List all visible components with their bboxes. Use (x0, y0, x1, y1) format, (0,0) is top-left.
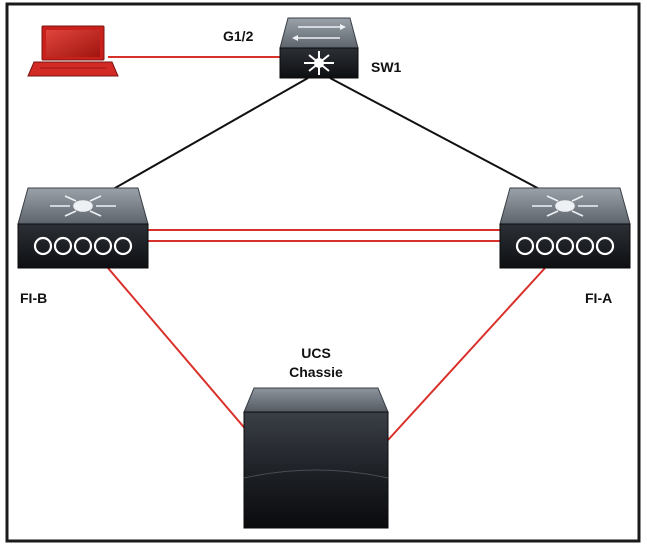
link-fi-b-chassis (107, 267, 249, 433)
link-sw1-fi-a (329, 77, 546, 193)
multilayer-switch-icon (279, 17, 359, 79)
switch-label-sw1: SW1 (371, 59, 402, 75)
fabric-interconnect-b-icon (17, 187, 149, 269)
fi-a-label: FI-A (585, 290, 612, 306)
laptop-icon (27, 25, 119, 77)
chassis-label-line1: UCS (301, 345, 331, 361)
chassis-label-line2: Chassie (289, 364, 343, 380)
diagram-frame (5, 2, 641, 543)
link-sw1-fi-b (107, 77, 309, 193)
ucs-chassis-icon (243, 387, 389, 529)
port-label-g1-2: G1/2 (223, 28, 254, 44)
fabric-interconnect-a-icon (499, 187, 631, 269)
fi-b-label: FI-B (20, 290, 47, 306)
link-fi-a-chassis (387, 267, 546, 441)
